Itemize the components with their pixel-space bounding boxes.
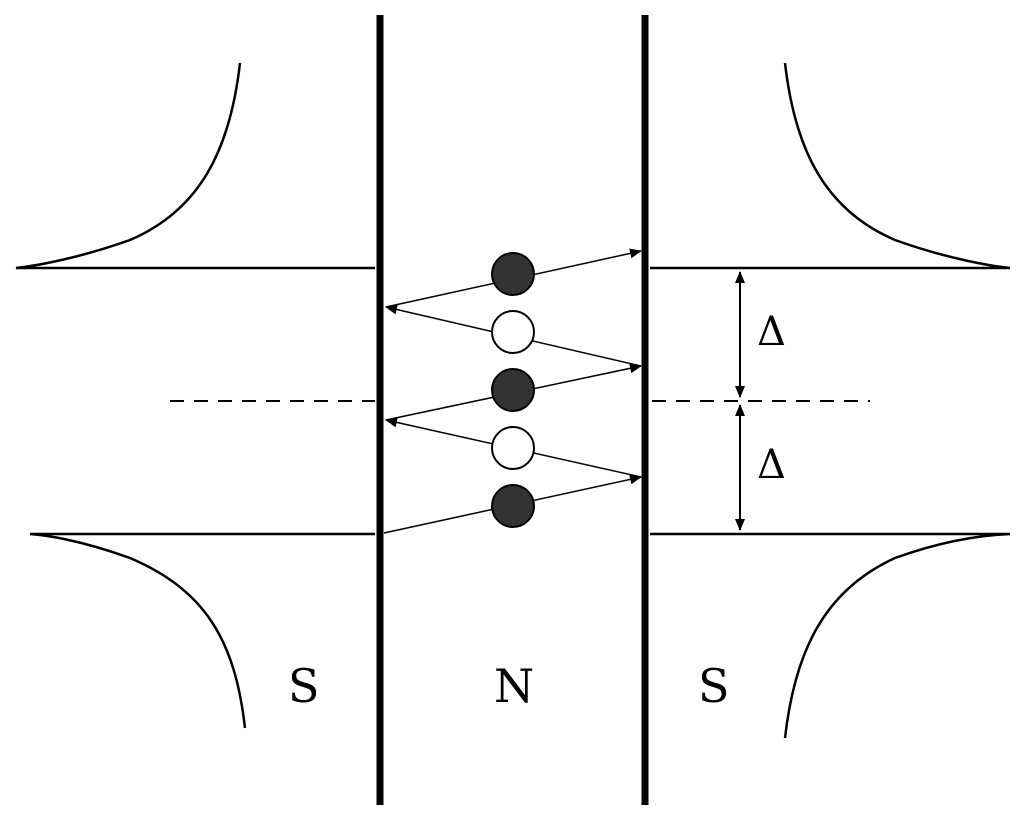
- electron-particle-5: [491, 484, 535, 528]
- right-upper-dos-curve: [650, 62, 1011, 270]
- region-label-right: S: [698, 659, 730, 713]
- left-lower-dos-curve: [29, 532, 375, 729]
- left-upper-dos-curve: [15, 62, 375, 270]
- right-lower-dos-curve: [650, 532, 1011, 739]
- hole-particle-4: [491, 426, 535, 470]
- electron-particle-1: [491, 252, 535, 296]
- region-label-left: S: [288, 659, 320, 713]
- hole-particle-2: [491, 310, 535, 354]
- gap-label-lower: Δ: [757, 442, 786, 488]
- particles: [491, 252, 535, 528]
- electron-particle-3: [491, 368, 535, 412]
- region-label-middle: N: [494, 659, 534, 713]
- gap-label-upper: Δ: [757, 309, 786, 355]
